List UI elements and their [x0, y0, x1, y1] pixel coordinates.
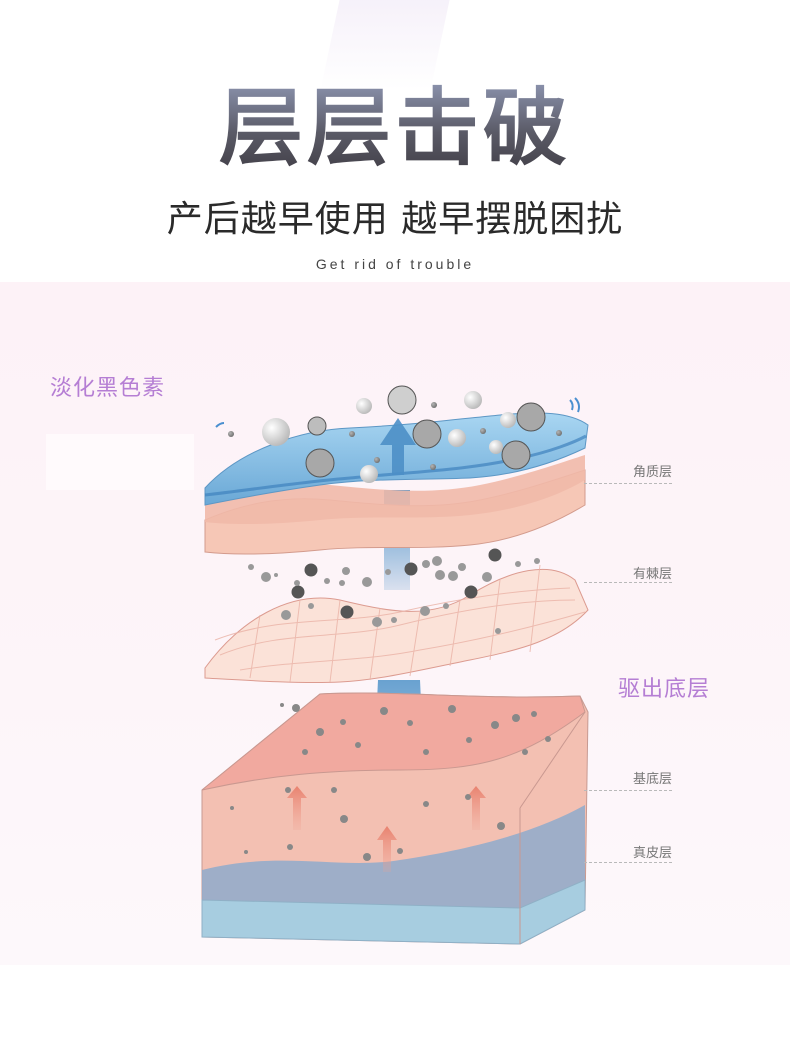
basal-dermis-block: [201, 692, 589, 945]
layer-label-dermis: 真皮层: [632, 846, 672, 861]
spinous-layer: [204, 564, 589, 684]
page-title: 层层击破: [0, 78, 790, 178]
grey-dots-lower: [230, 703, 551, 861]
leader-line-dermis: [584, 862, 672, 863]
layer-label-basal: 基底层: [632, 772, 672, 787]
grey-dots-mid: [248, 556, 540, 634]
callout-expel-basal: 驱出底层: [618, 677, 711, 702]
particles: [228, 391, 562, 483]
layer-label-spinous: 有棘层: [632, 567, 672, 582]
leader-line-basal: [584, 790, 672, 791]
layer-label-corneum: 角质层: [632, 465, 672, 480]
page-subtitle: 产后越早使用 越早摆脱困扰: [166, 199, 624, 240]
callout-fade-melanin: 淡化黑色素: [50, 376, 166, 401]
leader-line-corneum: [584, 483, 672, 484]
panel-blank-area: [46, 434, 194, 490]
signal-icons: [215, 397, 580, 428]
blue-up-arrow: [380, 418, 416, 475]
virus-particles: [291, 385, 546, 619]
leader-line-spinous: [584, 582, 672, 583]
page-subtitle-english: Get rid of trouble: [315, 256, 475, 272]
